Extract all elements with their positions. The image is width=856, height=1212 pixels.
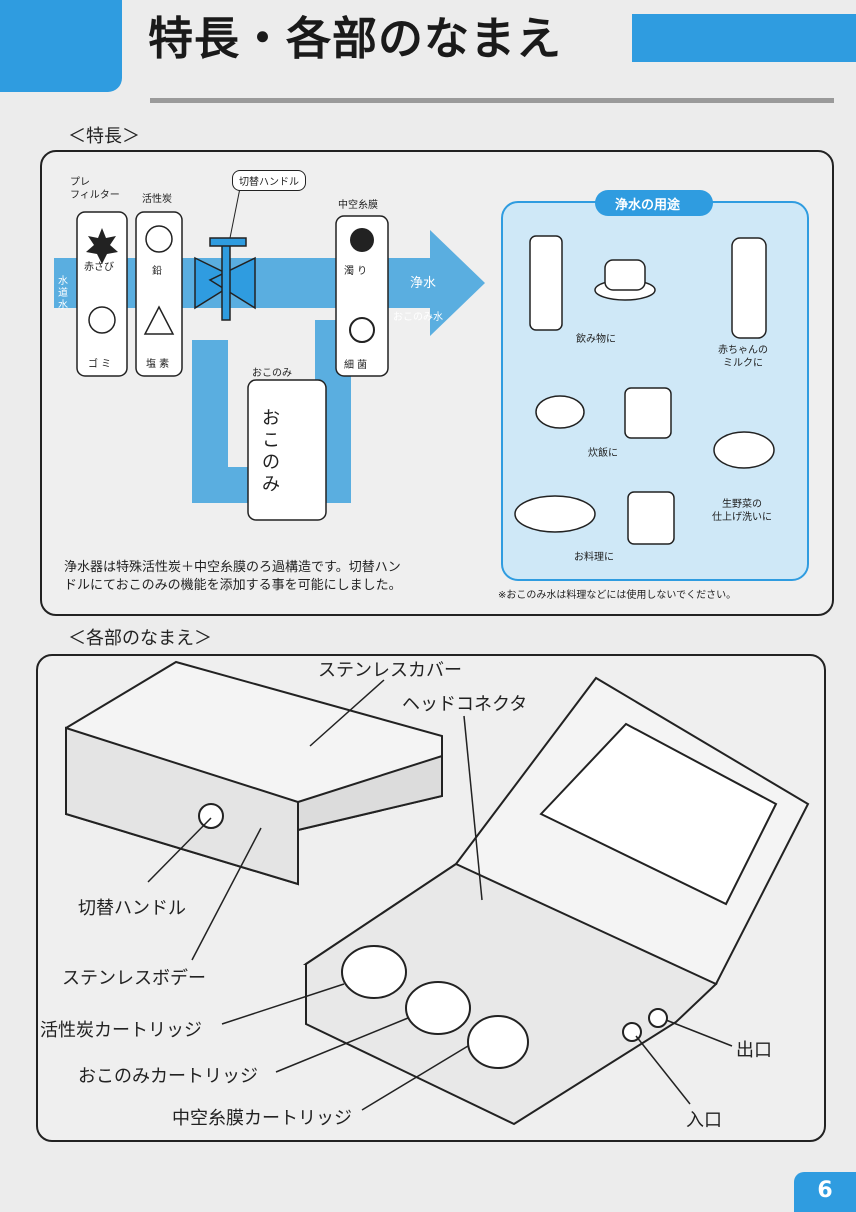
page-number: 6 — [794, 1172, 856, 1212]
features-heading: ＜特長＞ — [68, 126, 140, 147]
okonomi-water-arrow-label: おこのみ水 — [393, 312, 443, 323]
okonomi-small-label: おこのみ — [252, 368, 292, 379]
okonomi-box-label: おこのみ — [262, 408, 280, 495]
label-stainless-body: ステンレスボデー — [62, 968, 206, 989]
carbon-label: 活性炭 — [142, 194, 172, 205]
use-cooking: お料理に — [574, 552, 614, 563]
lid-window — [539, 722, 778, 906]
hollow-fiber-label: 中空糸膜 — [338, 200, 378, 211]
use-rice: 炊飯に — [588, 448, 618, 459]
turbidity-icon — [350, 228, 374, 252]
mid-pipe — [255, 258, 335, 308]
handle-label: 切替ハンドル — [232, 170, 306, 191]
description-line-1: 浄水器は特殊活性炭＋中空糸膜のろ過構造です。切替ハン — [64, 560, 401, 575]
prefilter-box — [76, 211, 128, 377]
rust-icon — [86, 228, 118, 264]
handle-bar — [209, 237, 247, 247]
product-parts-illustration — [65, 660, 810, 1126]
switch-handle-knob — [198, 803, 224, 829]
fiber-cartridge-shape — [467, 1015, 529, 1069]
use-baby-milk: 赤ちゃんの ミルクに — [718, 345, 768, 369]
okonomi-box — [247, 379, 327, 521]
vegetable-bowl-icon — [713, 431, 775, 469]
label-outlet: 出口 — [736, 1040, 772, 1061]
okonomi-cartridge-shape — [405, 981, 471, 1035]
dust-label: ゴ ミ — [88, 359, 112, 370]
lead-label: 鉛 — [152, 266, 162, 277]
baby-bottle-icon — [731, 237, 767, 339]
uses-title-pill — [595, 190, 713, 216]
description-line-2: ドルにておこのみの機能を添加する事を可能にしました。 — [64, 578, 402, 593]
label-okonomi-cartridge: おこのみカートリッジ — [78, 1066, 258, 1087]
page-title: 特長・各部のなまえ — [148, 12, 563, 65]
rice-cooker-icon — [624, 387, 672, 439]
carbon-box — [135, 211, 183, 377]
uses-title: 浄水の用途 — [615, 198, 681, 213]
dust-icon — [88, 306, 116, 334]
outlet-arrow — [330, 230, 485, 336]
bacteria-icon — [349, 317, 375, 343]
filter-flow-diagram — [54, 187, 809, 581]
use-drinks: 飲み物に — [576, 334, 616, 345]
prefilter-label: プレ フィルター — [70, 177, 120, 201]
label-stainless-cover: ステンレスカバー — [318, 660, 462, 681]
outlet-port — [648, 1008, 668, 1028]
glass-icon — [529, 235, 563, 331]
pure-water-arrow-label: 浄水 — [410, 276, 437, 291]
lead-icon — [145, 225, 173, 253]
label-head-connector: ヘッドコネクタ — [402, 694, 528, 715]
fiber-box — [335, 215, 389, 377]
header-accent-left — [0, 0, 122, 92]
turbidity-label: 濁 り — [344, 266, 368, 277]
pot-icon — [627, 491, 675, 545]
tap-water-label: 水道水 — [58, 276, 68, 311]
rice-bowl-icon — [535, 395, 585, 429]
dish-icon — [514, 495, 596, 533]
header-accent-right — [632, 14, 856, 62]
label-switch-handle: 切替ハンドル — [78, 898, 186, 919]
carbon-cartridge-shape — [341, 945, 407, 999]
footnote: ※おこのみ水は料理などには使用しないでください。 — [498, 590, 737, 601]
label-inlet: 入口 — [686, 1110, 722, 1131]
use-vegetables: 生野菜の 仕上げ洗いに — [712, 499, 772, 523]
rust-label: 赤さび — [84, 262, 114, 273]
open-body — [305, 862, 718, 1126]
bacteria-label: 細 菌 — [344, 360, 368, 371]
chlorine-label: 塩 素 — [146, 359, 170, 370]
label-carbon-cartridge: 活性炭カートリッジ — [40, 1020, 202, 1041]
title-underline — [150, 98, 834, 103]
parts-heading: ＜各部のなまえ＞ — [68, 628, 212, 649]
chlorine-icon — [143, 305, 175, 335]
label-fiber-cartridge: 中空糸膜カートリッジ — [172, 1108, 352, 1129]
